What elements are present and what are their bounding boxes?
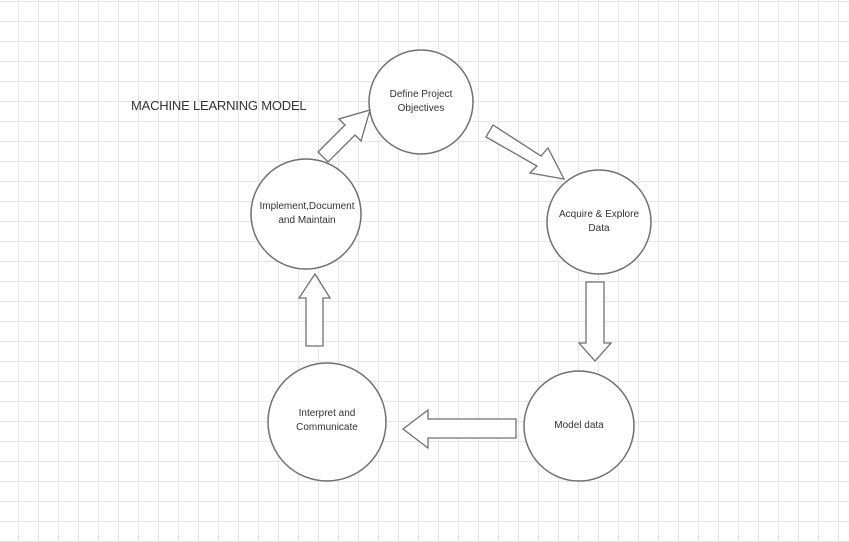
stage-circle-define[interactable] [368, 49, 474, 155]
stage-label-model: Model data [554, 420, 604, 431]
diagram-title: MACHINE LEARNING MODEL [131, 98, 307, 113]
stage-circle-model[interactable] [523, 370, 635, 482]
stage-circle-interpret[interactable] [267, 362, 387, 482]
stage-label-acquire: Acquire & Explore Data [558, 209, 640, 234]
stage-label-define: Define Project Objectives [389, 89, 453, 114]
arrow-model-to-interpret [401, 408, 517, 450]
arrow-interpret-to-implement [297, 272, 332, 347]
arrow-implement-to-define [317, 109, 371, 163]
arrow-define-to-acquire [485, 124, 566, 180]
stage-label-interpret: Interpret and Communicate [296, 408, 358, 433]
stage-label-implement: Implement,Document and Maintain [259, 201, 355, 226]
stage-circle-implement[interactable] [250, 158, 362, 270]
stage-circle-acquire[interactable] [546, 169, 652, 275]
arrow-acquire-to-model [577, 281, 613, 362]
